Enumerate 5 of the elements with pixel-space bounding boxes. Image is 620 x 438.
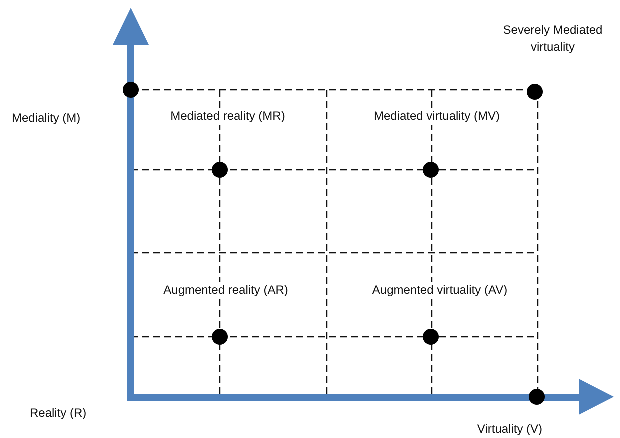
axis-label: Reality (R) — [30, 405, 88, 422]
axis-label: Severely Mediated virtuality — [502, 22, 604, 56]
axis-label: Mediated virtuality (MV) — [372, 108, 502, 125]
axis-label: Virtuality (V) — [476, 421, 544, 438]
axis-label: Mediality (M) — [12, 110, 82, 127]
